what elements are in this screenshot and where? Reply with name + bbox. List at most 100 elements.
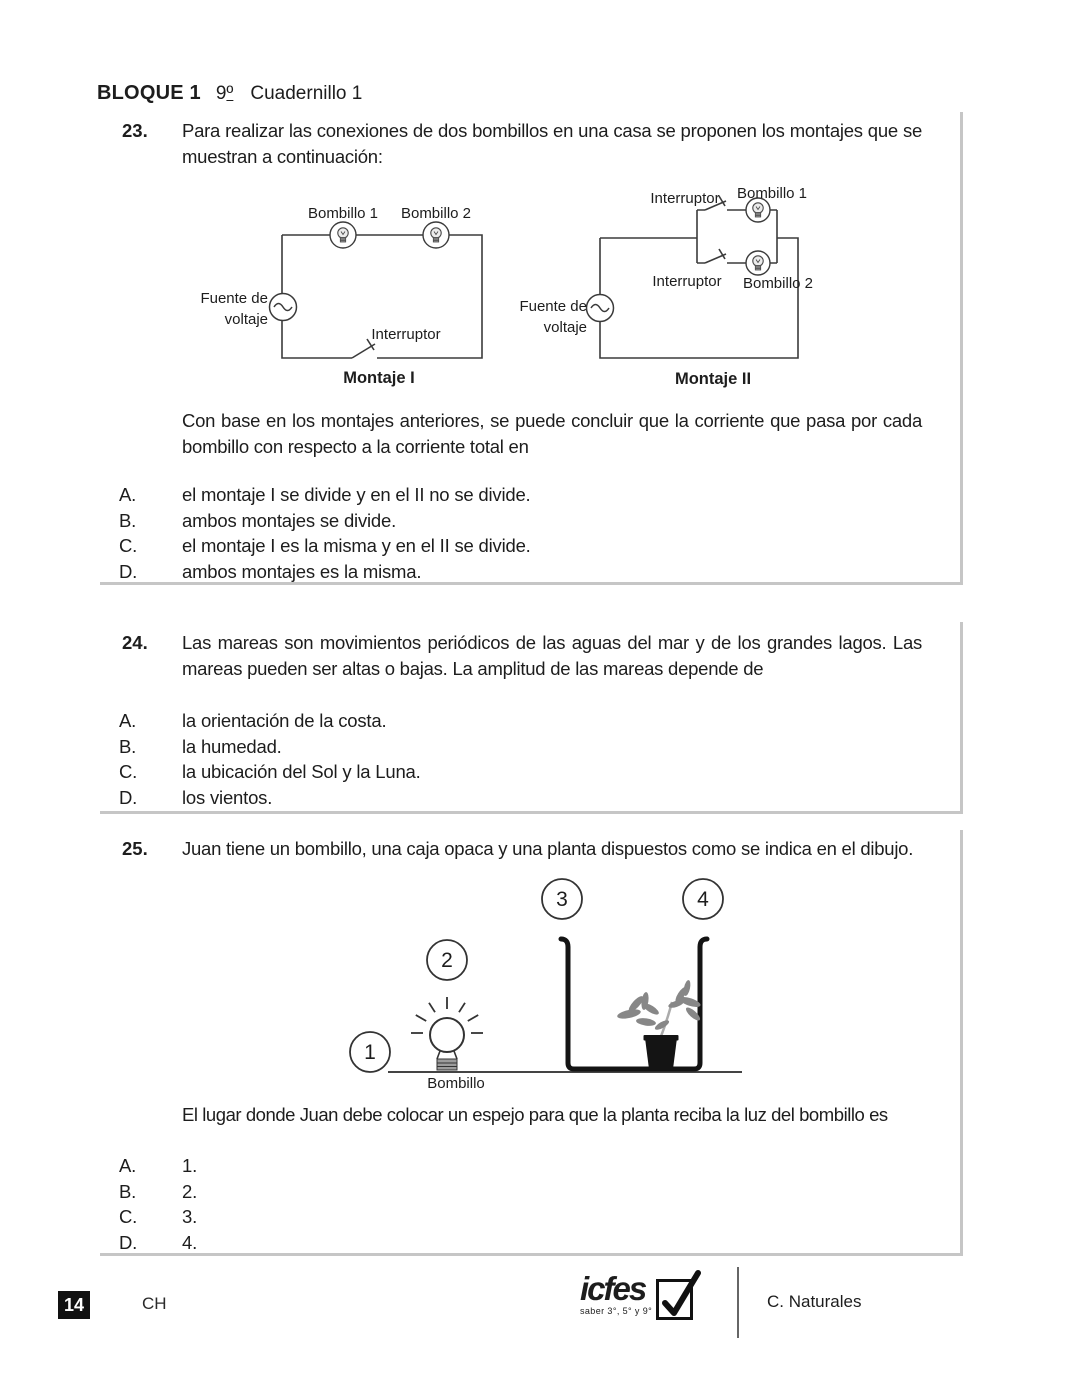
grade-ordinal: º [226,83,234,104]
circuit-montaje-2: Interruptor Bombillo 1 Interruptor Bombi… [519,185,813,388]
option-letter: A. [119,1155,137,1176]
option-letter: B. [119,509,137,531]
figure-caption: Montaje I [343,369,415,387]
question-23-block: 23. Para realizar las conexiones de dos … [100,112,963,585]
option-text: 4. [182,1231,198,1253]
footer-divider [737,1267,739,1338]
opaque-box [558,936,710,1072]
footer-subject: C. Naturales [767,1292,862,1311]
option-text: 3. [182,1206,198,1227]
svg-text:2: 2 [441,949,453,972]
option-row: A. 1. [119,1153,949,1179]
source-label-line1: Fuente de [200,290,268,307]
circuit-montaje-1: Bombillo 1 Bombillo 2 Fuente de voltaje … [200,205,483,387]
option-text: la orientación de la costa. [182,710,387,731]
options-list: A. el montaje I se divide y en el II no … [119,482,949,584]
option-row: C. el montaje I es la misma y en el II s… [119,533,949,559]
option-row: B. 2. [119,1179,949,1205]
switch-icon [704,195,727,211]
grade-number: 9 [215,83,227,104]
option-letter: C. [119,761,138,782]
svg-text:1: 1 [364,1041,376,1064]
options-list: A. 1. B. 2. C. 3. D. 4. [119,1153,949,1255]
option-text: la humedad. [182,735,282,757]
option-text: el montaje I es la misma y en el II se d… [182,535,531,556]
position-circle-4: 4 [682,878,724,920]
question-text: Para realizar las conexiones de dos bomb… [182,120,922,167]
question-text: Juan tiene un bombillo, una caja opaca y… [182,838,914,859]
bulb-rays [411,997,483,1034]
option-letter: B. [119,735,137,757]
option-row: D. ambos montajes es la misma. [119,559,949,585]
page-number-badge: 14 [58,1291,91,1319]
logo-text: icfes [580,1270,647,1307]
position-circle-2: 2 [426,939,468,981]
option-row: B. ambos montajes se divide. [119,508,949,534]
option-letter: A. [119,484,137,505]
option-text: 2. [182,1180,198,1202]
logo-checkbox [656,1270,702,1320]
figure-caption: Montaje II [675,370,751,388]
option-text: 1. [182,1155,198,1176]
source-label-line2: voltaje [225,311,268,328]
option-row: A. la orientación de la costa. [119,708,949,734]
bulb1-label: Bombillo 1 [737,185,807,202]
question-continuation: El lugar donde Juan debe colocar un espe… [182,1104,888,1125]
footer-code: CH [142,1294,167,1313]
option-row: D. los vientos. [119,785,949,811]
position-circle-3: 3 [541,878,583,920]
page-header: BLOQUE 1 9º Cuadernillo 1 [97,82,362,105]
question-text: Las mareas son movimientos periódicos de… [182,632,922,679]
question-number: 23. [122,120,148,141]
svg-text:3: 3 [556,888,568,911]
plant-icon [617,980,701,1069]
checkmark-icon [662,1270,702,1316]
option-letter: C. [119,535,138,556]
question-25-block: 25. Juan tiene un bombillo, una caja opa… [100,830,963,1256]
option-text: la ubicación del Sol y la Luna. [182,761,421,782]
option-letter: D. [119,560,138,582]
bulb-icon [411,997,483,1071]
bulb2-label: Bombillo 2 [401,205,471,222]
option-letter: A. [119,710,137,731]
logo-text-wrap: icfes saber 3°, 5° y 9° [580,1272,652,1316]
block-label: BLOQUE 1 [97,82,201,104]
position-circle-1: 1 [349,1031,391,1073]
option-row: A. el montaje I se divide y en el II no … [119,482,949,508]
grade-label: 9º [216,83,234,105]
bulb1-label: Bombillo 1 [308,205,378,222]
option-letter: D. [119,786,138,808]
option-text: ambos montajes se divide. [182,509,397,531]
question-continuation: Con base en los montajes anteriores, se … [182,410,922,457]
booklet-label: Cuadernillo 1 [250,83,363,104]
switch1-label: Interruptor [650,190,719,207]
switch-label: Interruptor [371,326,440,343]
option-text: el montaje I se divide y en el II no se … [182,484,531,505]
option-row: B. la humedad. [119,734,949,760]
option-row: C. 3. [119,1204,949,1230]
option-text: los vientos. [182,786,273,808]
option-row: C. la ubicación del Sol y la Luna. [119,759,949,785]
option-letter: C. [119,1206,138,1227]
svg-text:4: 4 [697,888,709,911]
icfes-logo: icfes saber 3°, 5° y 9° [580,1270,702,1320]
options-list: A. la orientación de la costa. B. la hum… [119,708,949,810]
ac-source-icon [268,292,298,322]
question-24-block: 24. Las mareas son movimientos periódico… [100,622,963,814]
option-letter: D. [119,1231,138,1253]
figure-bulb-box-plant: 1 2 3 4 Bombillo [349,878,742,1092]
switch2-label: Interruptor [652,273,721,290]
bulb2-label: Bombillo 2 [743,275,813,292]
question-number: 24. [122,632,148,653]
source-label-line2: voltaje [544,319,587,336]
switch-icon [351,338,376,359]
option-row: D. 4. [119,1230,949,1256]
option-text: ambos montajes es la misma. [182,560,422,582]
bulb-label: Bombillo [427,1075,485,1092]
logo-subtext: saber 3°, 5° y 9° [580,1306,653,1316]
question-number: 25. [122,838,148,859]
source-label-line1: Fuente de [519,298,587,315]
circuit-wires [281,234,483,359]
ac-source-icon [585,293,615,323]
option-letter: B. [119,1180,137,1202]
